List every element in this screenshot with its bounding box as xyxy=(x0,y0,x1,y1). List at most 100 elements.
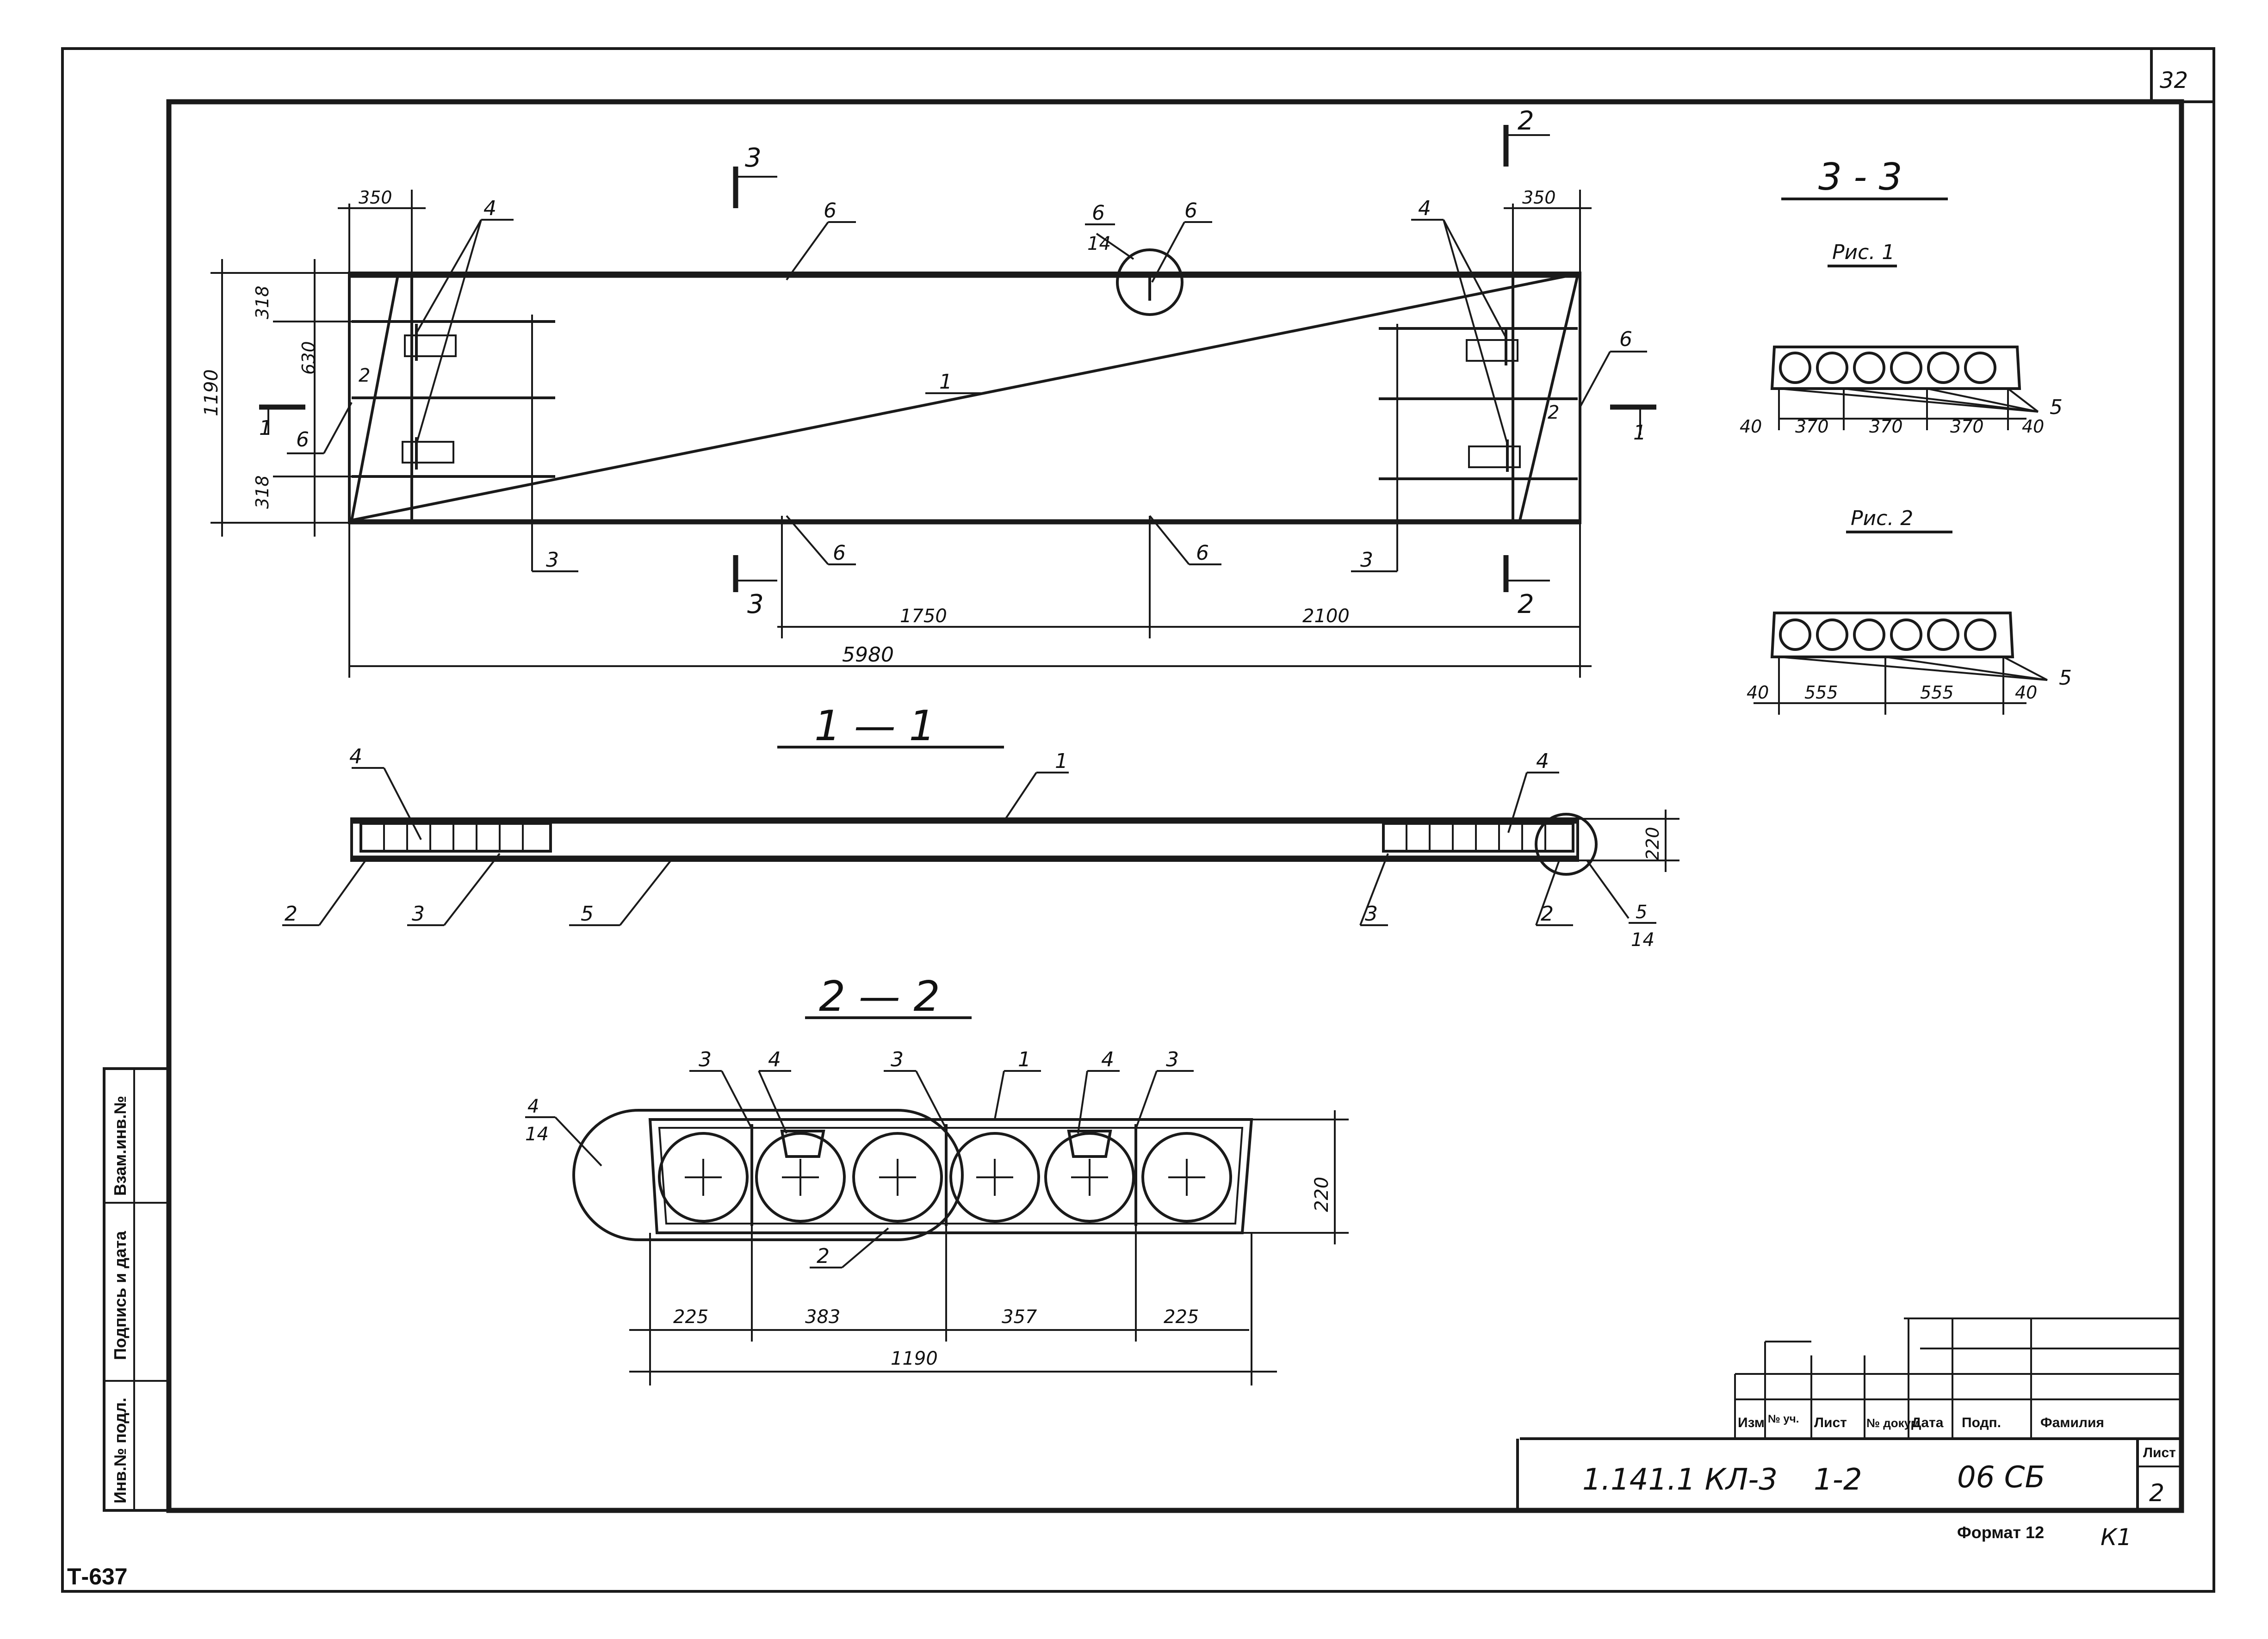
mark-4-left-leader-1 xyxy=(415,219,482,334)
s11-mark-1-leader xyxy=(1003,772,1037,822)
s11-mark-2-right: 2 xyxy=(1541,902,1554,926)
fig1-mark-5-leader-4 xyxy=(2007,388,2039,413)
fig2-mark-5-leader-1 xyxy=(1778,656,2048,681)
mark-6-bottom-right-leader xyxy=(1149,515,1190,565)
s22-dim-225-left: 225 xyxy=(673,1306,708,1328)
initials: К1 xyxy=(2101,1524,2132,1551)
inner-drawing-frame xyxy=(166,99,2184,1513)
s11-mark-5-leader xyxy=(619,860,672,926)
mark-4-right-leader-1 xyxy=(1443,219,1507,338)
dim-2100: 2100 xyxy=(1302,606,1350,627)
fig2-dim-555-1: 555 xyxy=(1804,682,1838,703)
mark-6-left-leader xyxy=(323,402,353,454)
dim-318-top: 318 xyxy=(252,285,273,319)
s22-mark-1: 1 xyxy=(1018,1048,1031,1071)
tb-header-dokum: № докум xyxy=(1866,1416,1920,1430)
fig2-label: Рис. 2 xyxy=(1851,507,1913,530)
fig1-mark-5-leader-1 xyxy=(1778,388,2039,413)
s11-mark-4-right-leader xyxy=(1507,772,1528,833)
s22-mark-4b-leader xyxy=(1077,1070,1088,1134)
fig2-dim-555-2: 555 xyxy=(1920,682,1954,703)
fig1-label: Рис. 1 xyxy=(1832,241,1895,264)
mark-3-left: 3 xyxy=(546,548,559,572)
section-1-1-node-circle xyxy=(1535,813,1598,876)
tb-issue: 1-2 xyxy=(1814,1463,1862,1497)
s22-dim-220: 220 xyxy=(1311,1177,1332,1212)
section-3-3-title: 3 - 3 xyxy=(1818,155,1902,198)
mark-4-right-leader-2 xyxy=(1443,219,1508,445)
void-1 xyxy=(658,1132,749,1223)
void-3 xyxy=(852,1132,943,1223)
left-loop-1 xyxy=(404,334,457,357)
tb-header-familiya: Фамилия xyxy=(2040,1415,2104,1430)
outer-sheet-border xyxy=(61,47,2215,1593)
mark-1: 1 xyxy=(939,370,952,394)
s22-mark-2-leader xyxy=(841,1227,889,1268)
dim-318-bottom: 318 xyxy=(252,475,273,509)
left-cage-diag xyxy=(350,275,399,521)
mark-6-bottom-left-leader xyxy=(786,515,829,565)
loop-left xyxy=(780,1130,825,1158)
fig2-dim-40-left: 40 xyxy=(1747,682,1769,703)
section-3-3: 3 - 3 Рис. 1 40 370 370 370 40 5 Рис. 2 xyxy=(1740,155,2072,715)
side-stamp-podpis: Подпись и дата xyxy=(111,1231,130,1360)
s11-mark-4-right: 4 xyxy=(1536,749,1549,773)
fig1-dim-40-left: 40 xyxy=(1740,416,1762,437)
tb-header-izm: Изм xyxy=(1738,1415,1765,1430)
cut-3-top-label: 3 xyxy=(745,143,762,173)
section-1-1-body xyxy=(350,817,1579,862)
s22-node-top: 4 xyxy=(527,1096,539,1117)
s22-mark-4a-leader xyxy=(758,1070,787,1134)
section-2-2-voids xyxy=(658,1132,1232,1223)
node-6-bottom-label: 14 xyxy=(1087,233,1111,254)
side-stamp-inv-podl: Инв.№ подл. xyxy=(111,1398,130,1503)
s11-mark-3-left-leader xyxy=(443,853,501,926)
mark-6-top-leader xyxy=(786,221,829,281)
mark-6-left: 6 xyxy=(296,428,309,451)
fig1-dim-370-1: 370 xyxy=(1795,416,1829,437)
dim-350-right: 350 xyxy=(1522,187,1556,208)
s22-mark-4a: 4 xyxy=(768,1048,781,1071)
mark-6-bottom-right: 6 xyxy=(1196,541,1209,565)
fig1-dim-370-3: 370 xyxy=(1950,416,1984,437)
s11-mark-3-left: 3 xyxy=(412,902,425,926)
node-4-outline xyxy=(572,1109,964,1241)
tb-sheet-value: 2 xyxy=(2149,1479,2164,1507)
tb-header-data: Дата xyxy=(1911,1415,1944,1430)
cut-1-right-label: 1 xyxy=(1633,421,1646,445)
s11-node-bottom: 14 xyxy=(1631,929,1655,951)
section-2-2: 2 — 2 4 1 4 3 xyxy=(525,972,1349,1385)
void-6 xyxy=(1141,1132,1232,1223)
right-cage-diag xyxy=(1518,275,1579,521)
s22-mark-1-leader xyxy=(994,1070,1005,1120)
cut-1-left-label: 1 xyxy=(259,416,272,440)
fig1-mark-5-leader-3 xyxy=(1927,388,2039,413)
s11-mark-2-right-leader xyxy=(1535,860,1560,926)
node-6-leader xyxy=(1096,233,1134,260)
s22-mark-3b: 3 xyxy=(891,1048,904,1071)
tb-header-list: Лист xyxy=(1814,1415,1847,1430)
tb-designation: 1.141.1 КЛ-3 xyxy=(1582,1463,1778,1497)
section-1-1-cage-stirrups xyxy=(383,823,1546,851)
fig2-mark-5-leader-2 xyxy=(1885,656,2048,681)
fig1-dim-370-2: 370 xyxy=(1869,416,1903,437)
s22-mark-3b-leader xyxy=(915,1070,947,1129)
mark-6-node-leader xyxy=(1151,222,1185,283)
side-stamp-box xyxy=(103,1067,170,1512)
s11-mark-3-right: 3 xyxy=(1365,902,1378,926)
s22-node-leader xyxy=(554,1116,602,1167)
dim-1750: 1750 xyxy=(900,606,947,627)
fig2-voids xyxy=(1779,618,1996,651)
mark-4-left-leader-2 xyxy=(415,219,482,445)
section-1-1-left-cage xyxy=(359,822,552,853)
fig1-mark-5-leader-2 xyxy=(1843,388,2039,413)
tb-header-nouch: № уч. xyxy=(1768,1413,1799,1425)
fig1-voids xyxy=(1779,352,1996,384)
plan-view: 6 14 6 6 6 6 6 6 1 2 2 4 4 xyxy=(201,106,1656,678)
side-stamp: Инв.№ подл. Подпись и дата Взам.инв.№ xyxy=(103,1067,170,1512)
s22-mark-3a: 3 xyxy=(699,1048,712,1071)
s11-mark-2-left: 2 xyxy=(285,902,297,926)
section-2-2-title: 2 — 2 xyxy=(819,972,940,1021)
side-stamp-vzam: Взам.инв.№ xyxy=(111,1096,130,1196)
